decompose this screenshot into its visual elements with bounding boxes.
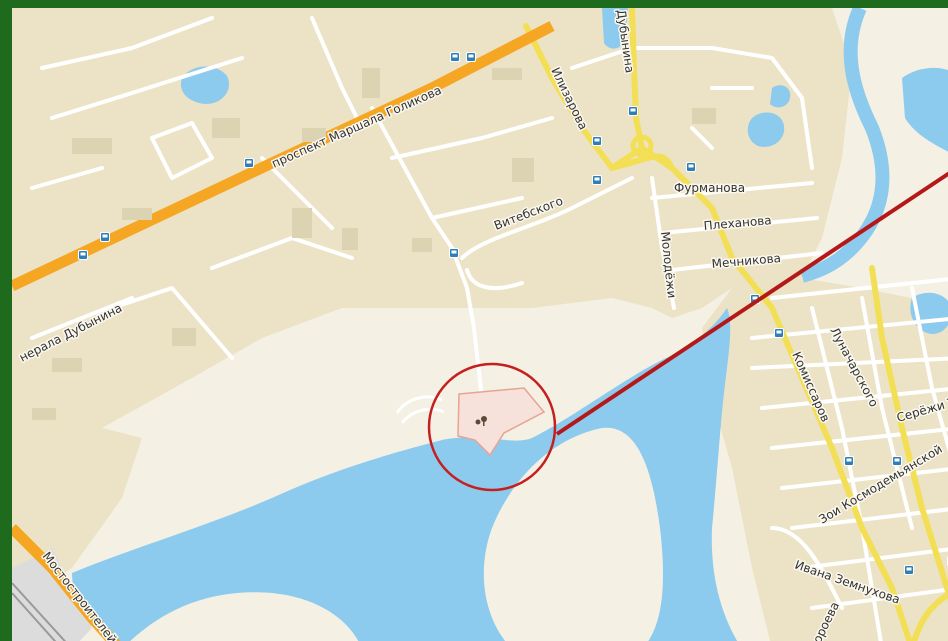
street-label-furmanova: Фурманова	[674, 181, 745, 195]
bus-stop-icon[interactable]	[686, 162, 696, 172]
bus-stop-icon[interactable]	[844, 456, 854, 466]
rail-yard	[12, 548, 92, 641]
pond-north	[602, 8, 628, 49]
bus-stop-icon[interactable]	[774, 328, 784, 338]
lake-east	[902, 67, 948, 152]
railway	[12, 582, 67, 641]
bus-stop-icon[interactable]	[466, 52, 476, 62]
roundabout	[630, 134, 654, 158]
bus-stop-icon[interactable]	[244, 158, 254, 168]
pointer-line	[555, 171, 948, 436]
street-label-mechnikova: Мечникова	[711, 251, 781, 271]
highlighted-site[interactable]	[457, 387, 546, 457]
river-east	[799, 8, 890, 283]
bus-stop-icon[interactable]	[628, 106, 638, 116]
bus-stop-icon[interactable]	[449, 248, 459, 258]
lake-island	[483, 427, 663, 641]
minor-streets	[30, 16, 948, 641]
water-bodies	[72, 8, 948, 641]
major-roads	[12, 21, 555, 641]
bus-stop-icon[interactable]	[592, 136, 602, 146]
pond-northeast	[747, 112, 785, 147]
map-canvas[interactable]: проспект Маршала Голикова Витебского Или…	[12, 8, 948, 641]
building-blocks	[32, 68, 716, 420]
bus-stop-icon[interactable]	[592, 175, 602, 185]
bus-stop-icon[interactable]	[450, 52, 460, 62]
bus-stop-icon[interactable]	[904, 565, 914, 575]
mostostroiteley-street	[12, 524, 121, 641]
secondary-roads	[523, 8, 948, 641]
golikova-avenue	[12, 21, 555, 291]
peninsula-southwest	[130, 592, 359, 641]
pond-east-small	[770, 85, 791, 108]
bus-stop-icon[interactable]	[78, 250, 88, 260]
highlight-circle	[427, 362, 557, 492]
park-icon	[475, 416, 487, 426]
pond-northwest	[180, 66, 230, 104]
bus-stop-icon[interactable]	[100, 232, 110, 242]
track-marks	[395, 395, 445, 424]
